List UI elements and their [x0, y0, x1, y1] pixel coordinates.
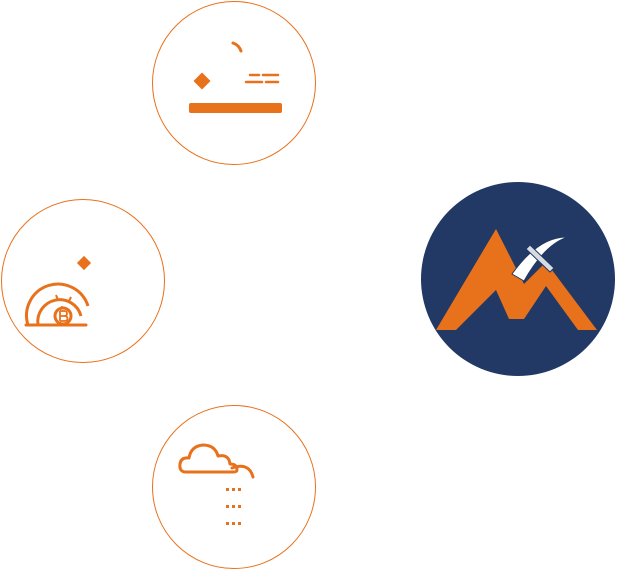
dome-ray: [55, 294, 59, 301]
dome-ray: [68, 296, 72, 302]
logo-mark: [436, 229, 597, 330]
dome-outer-arc: [25, 282, 90, 326]
mountain-shape: [436, 229, 597, 330]
coin: [53, 306, 73, 326]
top-feature-circle: [152, 1, 316, 165]
cloud-tail: [230, 464, 255, 479]
data-dots: [226, 488, 241, 525]
spark-arc: [231, 41, 243, 53]
mountain-pickaxe-logo: [421, 182, 615, 376]
diamond-shape: [193, 72, 211, 90]
diamond-shape: [76, 255, 92, 271]
bottom-feature-circle: [152, 405, 316, 569]
tray-base: [189, 103, 282, 113]
dome-inner-arc: [36, 298, 83, 326]
left-feature-circle: [1, 199, 165, 363]
mining-tray-icon: [189, 41, 282, 113]
pickaxe-head: [511, 236, 569, 282]
bitcoin-mining-dome-icon: [24, 255, 92, 327]
bitcoin-glyph: [59, 310, 69, 322]
cloud-outline: [178, 443, 239, 474]
pickaxe-handle: [525, 244, 555, 273]
cloud-data-icon: [178, 443, 255, 525]
